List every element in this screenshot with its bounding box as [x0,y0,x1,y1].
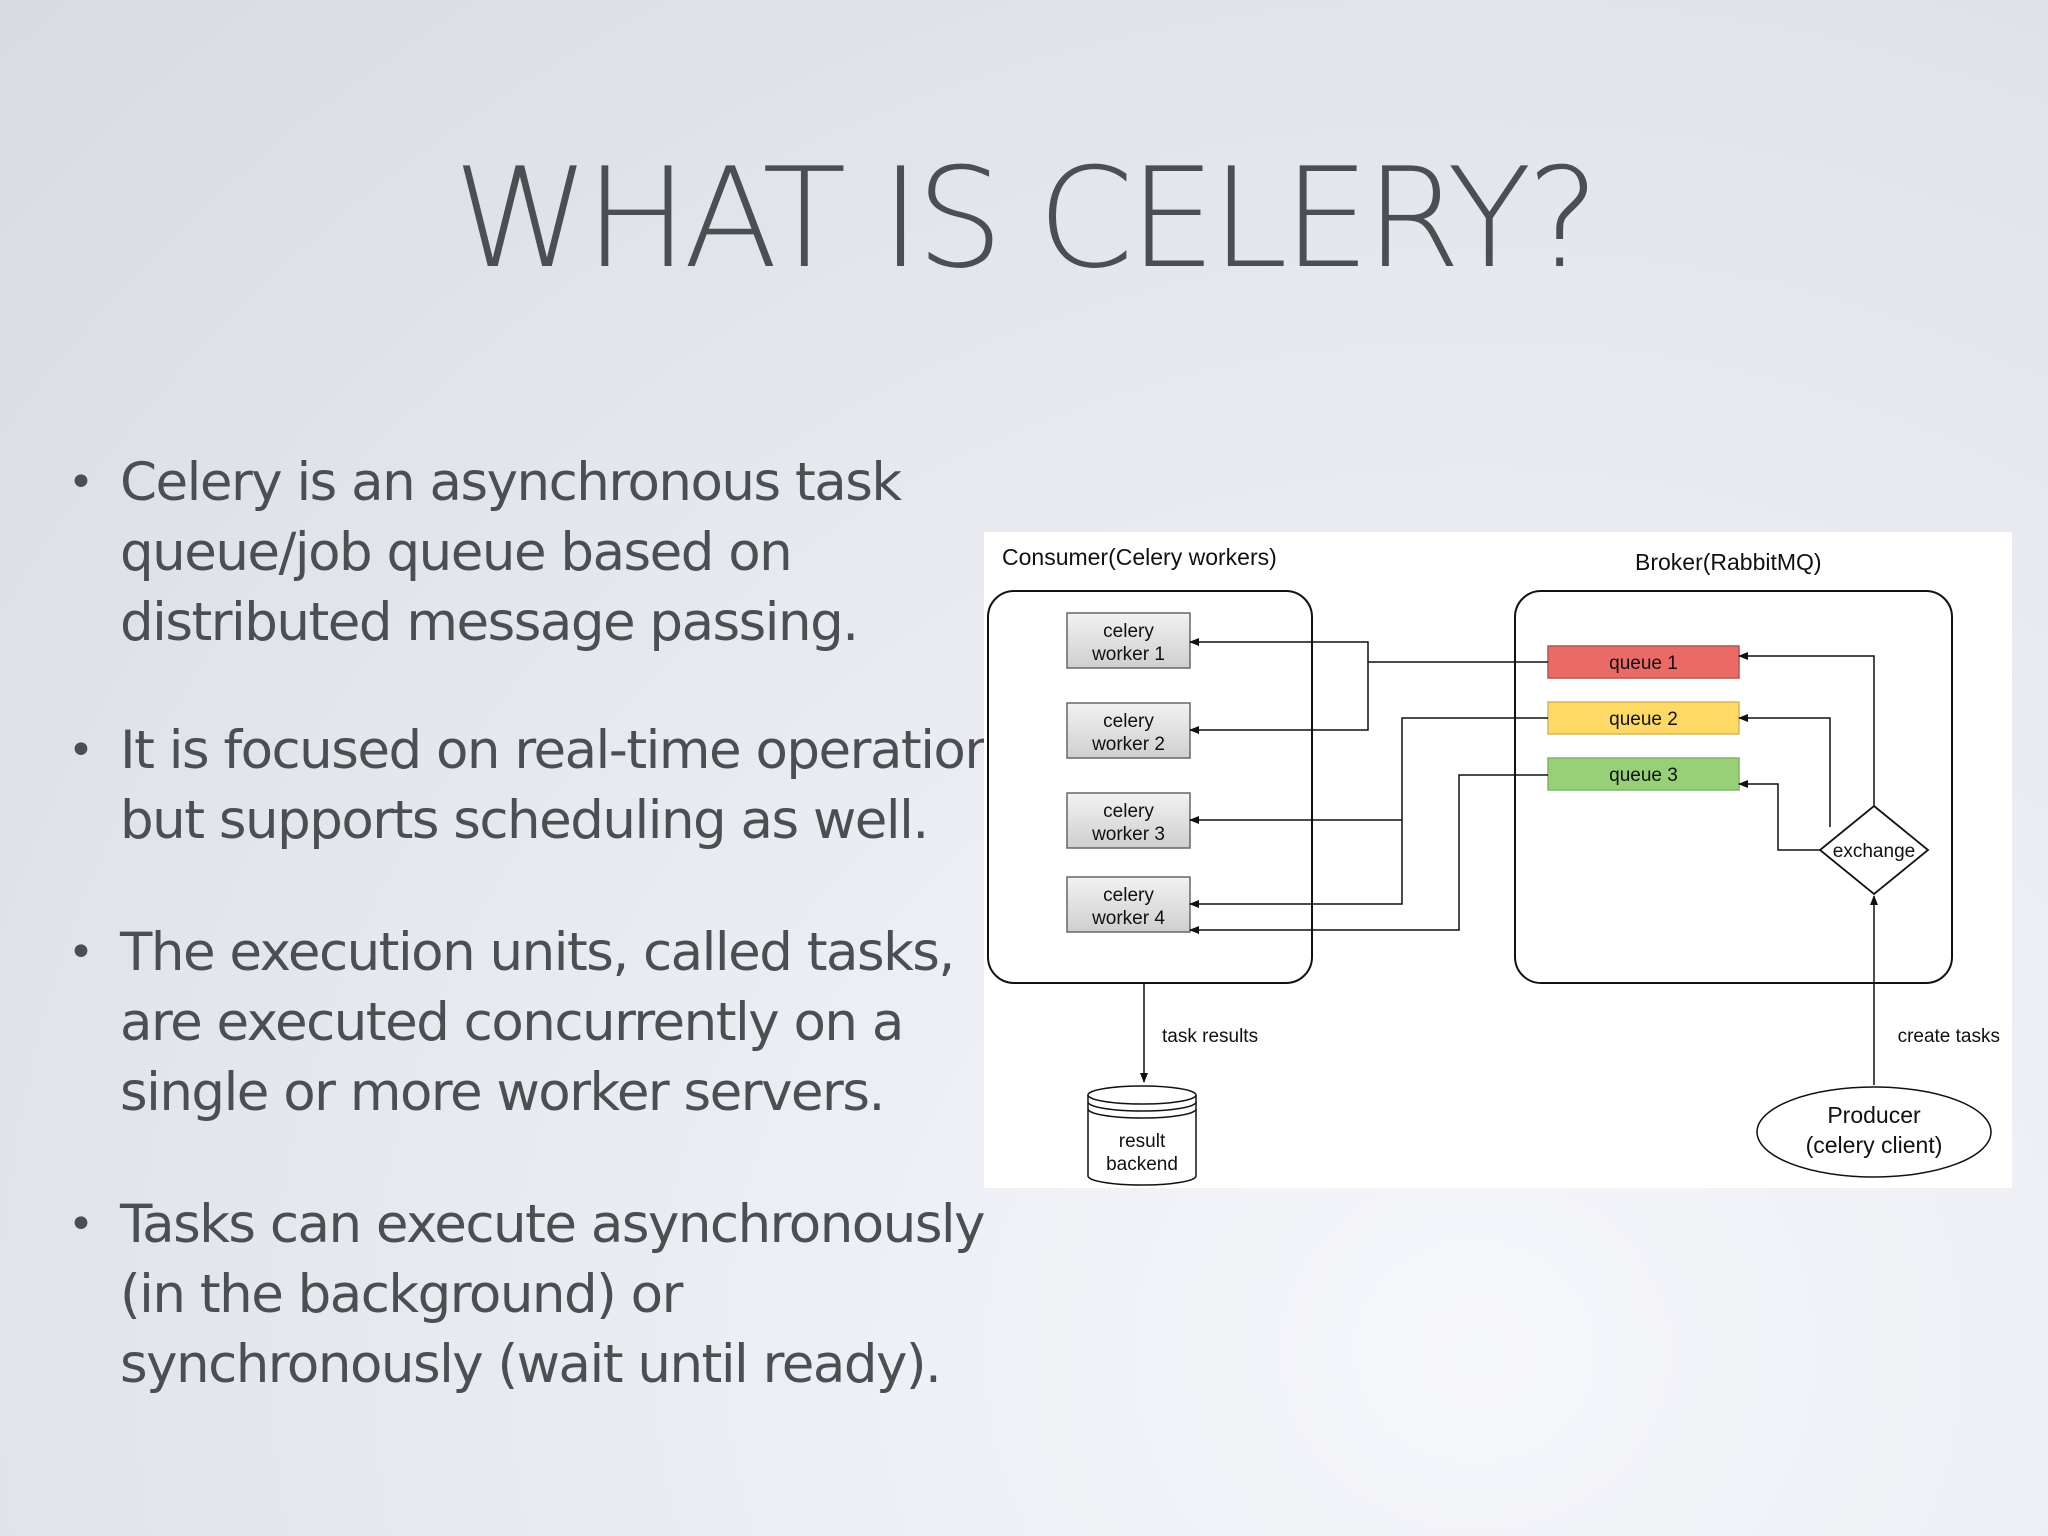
result-backend-label: result [1119,1131,1166,1152]
consumer-label: Consumer(Celery workers) [1002,544,1277,570]
bullet-line: but supports scheduling as well. [120,790,929,851]
bullet-line: Tasks can execute asynchronously [120,1194,986,1255]
worker-1: celery worker 1 [1066,612,1191,669]
bullet-item: • Tasks can execute asynchronously (in t… [66,1190,986,1400]
exchange: exchange [1818,804,1930,896]
broker-label: Broker(RabbitMQ) [1635,549,1822,575]
result-backend-database-icon: result backend [1087,1085,1197,1186]
exchange-label: exchange [1833,841,1915,862]
queue-label: queue 2 [1609,709,1678,730]
worker-3: celery worker 3 [1066,792,1191,849]
worker-label: celery [1103,885,1154,906]
task-results-label: task results [1162,1026,1258,1047]
bullet-line: distributed message passing. [120,592,859,653]
queue-label: queue 1 [1609,653,1678,674]
worker-2: celery worker 2 [1066,702,1191,759]
queue-label: queue 3 [1609,765,1678,786]
connector-ex-q2 [1738,714,1831,827]
worker-label: celery [1103,621,1154,642]
connector-q2-w3 [1189,717,1548,824]
connector-ex-q3 [1738,780,1820,851]
bullet-dot-icon: • [68,927,94,978]
create-tasks-label: create tasks [1898,1026,2000,1047]
queue-2: queue 2 [1547,701,1740,735]
bullet-line: (in the background) or [120,1264,683,1325]
worker-label: worker 1 [1091,644,1165,665]
bullet-line: are executed concurrently on a [120,992,904,1053]
worker-4: celery worker 4 [1066,876,1191,933]
exchange-queue-connectors [1738,652,1875,851]
broker-container [1514,590,1953,984]
worker-label: worker 2 [1091,734,1165,755]
celery-architecture-diagram: Consumer(Celery workers) Broker(RabbitMQ… [984,532,2012,1188]
bullet-line: single or more worker servers. [120,1062,885,1123]
queue-worker-connectors [1189,638,1548,934]
connector-q3-w4 [1189,774,1548,934]
bullet-dot-icon: • [68,725,94,776]
connector-q1-w1 [1189,638,1548,663]
diagram-canvas: Consumer(Celery workers) Broker(RabbitMQ… [987,544,2000,1186]
bullet-line: The execution units, called tasks, [120,922,955,983]
producer-label: (celery client) [1806,1132,1943,1158]
queue-2-box [1547,701,1740,735]
connector-ex-q1 [1738,652,1875,806]
bullet-line: synchronously (wait until ready). [120,1334,942,1395]
worker-label: worker 4 [1091,908,1165,929]
connector-q2-w4 [1189,820,1403,908]
producer-label: Producer [1827,1102,1921,1128]
consumer-container [987,590,1313,984]
worker-label: celery [1103,711,1154,732]
bullet-dot-icon: • [68,457,94,508]
bullet-item: • The execution units, called tasks, are… [66,918,955,1128]
worker-label: worker 3 [1091,824,1165,845]
slide-title: WHAT IS CELERY? [453,138,1599,299]
bullet-line: Celery is an asynchronous task [120,452,902,513]
queue-3: queue 3 [1547,757,1740,791]
queue-3-box [1547,757,1740,791]
bullet-item: • Celery is an asynchronous task queue/j… [66,448,902,658]
queue-1: queue 1 [1547,645,1740,679]
bullet-item: • It is focused on real-time operation, … [66,716,1013,856]
bullet-line: It is focused on real-time operation, [120,720,1013,781]
bullet-dot-icon: • [68,1199,94,1250]
bullet-line: queue/job queue based on [120,522,793,583]
result-backend-label: backend [1106,1154,1178,1175]
producer: Producer (celery client) [1756,1086,1992,1178]
connector-q1-w2 [1189,662,1369,734]
worker-label: celery [1103,801,1154,822]
